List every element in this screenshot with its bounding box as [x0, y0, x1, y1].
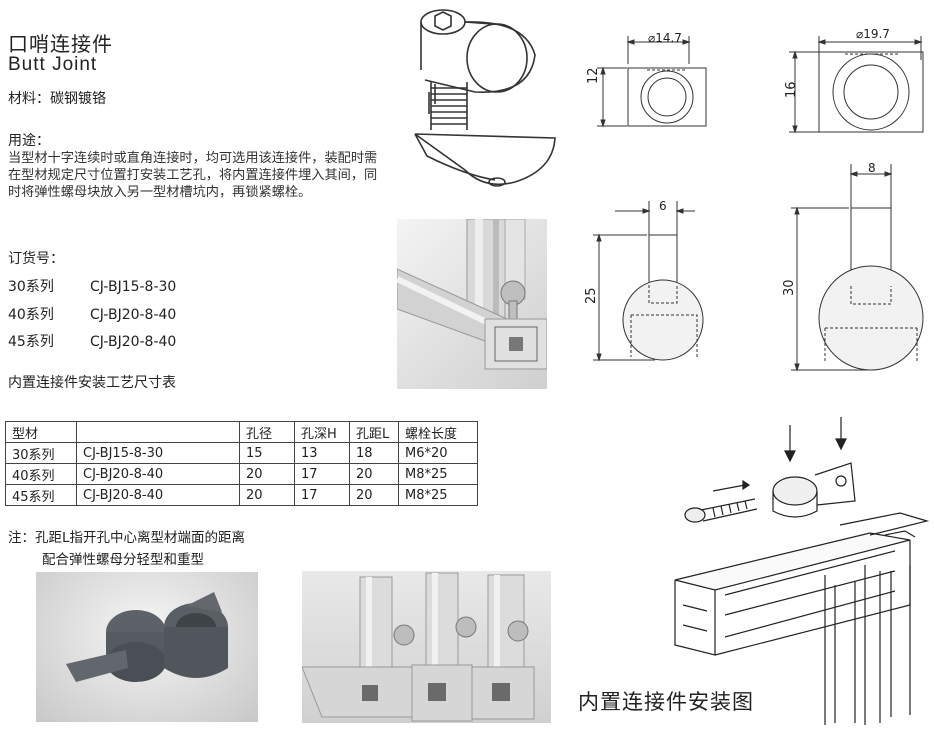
- table-cell: 17: [294, 484, 350, 506]
- table-cell: M6*20: [398, 442, 478, 464]
- table-header-cell: 型材: [5, 421, 77, 443]
- order-heading: 订货号：: [8, 251, 64, 267]
- connector-parts-photo: [36, 572, 258, 722]
- order-series-name: 40系列: [8, 307, 54, 323]
- table-header-cell: 孔径: [239, 421, 295, 443]
- profile-assemblies-drawing: [302, 572, 535, 722]
- spec-table: 型材 孔径 孔深H 孔距L 螺栓长度 30系列 CJ-BJ15-8-30 15 …: [5, 421, 478, 506]
- table-header-cell: 螺栓长度: [398, 421, 478, 443]
- table-cell: 17: [294, 463, 350, 485]
- large-side-height-label: 30: [782, 279, 797, 296]
- table-row: 40系列 CJ-BJ20-8-40 20 17 20 M8*25: [5, 463, 478, 485]
- usage-heading: 用途：: [8, 133, 50, 149]
- note-line-1: 注：孔距L指开孔中心离型材端面的距离: [8, 530, 246, 546]
- small-side-width-label: 6: [659, 199, 667, 213]
- product-title-cn: 口哨连接件: [8, 32, 113, 56]
- table-cell: CJ-BJ20-8-40: [76, 484, 240, 506]
- large-side-view-drawing: [791, 164, 924, 372]
- table-cell: 30系列: [5, 442, 77, 464]
- profile-assembly-photo: [397, 219, 547, 389]
- order-series-code: CJ-BJ20-8-40: [90, 334, 177, 350]
- large-top-diameter-label: ⌀19.7: [856, 27, 890, 41]
- installation-diagram: [674, 417, 930, 725]
- order-series-code: CJ-BJ20-8-40: [90, 307, 177, 323]
- table-cell: CJ-BJ20-8-40: [76, 463, 240, 485]
- order-row: 40系列 CJ-BJ20-8-40: [8, 304, 176, 324]
- order-row: 45系列 CJ-BJ20-8-40: [8, 331, 176, 351]
- table-cell: 18: [349, 442, 399, 464]
- table-row: 45系列 CJ-BJ20-8-40 20 17 20 M8*25: [5, 484, 478, 506]
- table-cell: M8*25: [398, 463, 478, 485]
- connector-parts-drawing: [66, 592, 228, 682]
- small-top-view-drawing: [597, 36, 707, 128]
- note-line-2: 配合弹性螺母分轻型和重型: [42, 552, 204, 568]
- order-series-name: 30系列: [8, 279, 54, 295]
- table-header-cell: 孔距L: [349, 421, 399, 443]
- profile-assemblies-photo: [302, 571, 551, 723]
- table-cell: 20: [239, 463, 295, 485]
- small-top-height-label: 12: [586, 67, 601, 84]
- table-cell: 20: [349, 484, 399, 506]
- profile-assembly-drawing: [397, 219, 547, 370]
- table-cell: M8*25: [398, 484, 478, 506]
- order-row: 30系列 CJ-BJ15-8-30: [8, 276, 176, 296]
- table-cell: 15: [239, 442, 295, 464]
- large-side-width-label: 8: [868, 161, 876, 175]
- small-side-view-drawing: [593, 201, 704, 362]
- table-cell: 45系列: [5, 484, 77, 506]
- table-cell: 13: [294, 442, 350, 464]
- order-series-name: 45系列: [8, 334, 54, 350]
- small-side-height-label: 25: [584, 287, 599, 304]
- product-title-en: Butt Joint: [8, 54, 98, 75]
- material-label: 材料：碳钢镀铬: [8, 91, 106, 107]
- install-caption: 内置连接件安装图: [578, 690, 754, 714]
- table-cell: 20: [239, 484, 295, 506]
- table-cell: 20: [349, 463, 399, 485]
- order-series-code: CJ-BJ15-8-30: [90, 279, 177, 295]
- table-cell: 40系列: [5, 463, 77, 485]
- usage-text: 当型材十字连续时或直角连接时，均可选用该连接件，装配时需在型材规定尺寸位置打安装…: [8, 151, 378, 200]
- large-top-height-label: 16: [784, 81, 799, 98]
- table-header-row: 型材 孔径 孔深H 孔距L 螺栓长度: [5, 421, 478, 443]
- table-header-cell: [76, 421, 240, 443]
- large-top-view-drawing: [789, 36, 924, 134]
- table-header-cell: 孔深H: [294, 421, 350, 443]
- table-row: 30系列 CJ-BJ15-8-30 15 13 18 M6*20: [5, 442, 478, 464]
- butt-joint-illustration: [414, 9, 556, 187]
- table-cell: CJ-BJ15-8-30: [76, 442, 240, 464]
- small-top-diameter-label: ⌀14.7: [648, 31, 682, 45]
- spec-table-caption: 内置连接件安装工艺尺寸表: [8, 375, 176, 391]
